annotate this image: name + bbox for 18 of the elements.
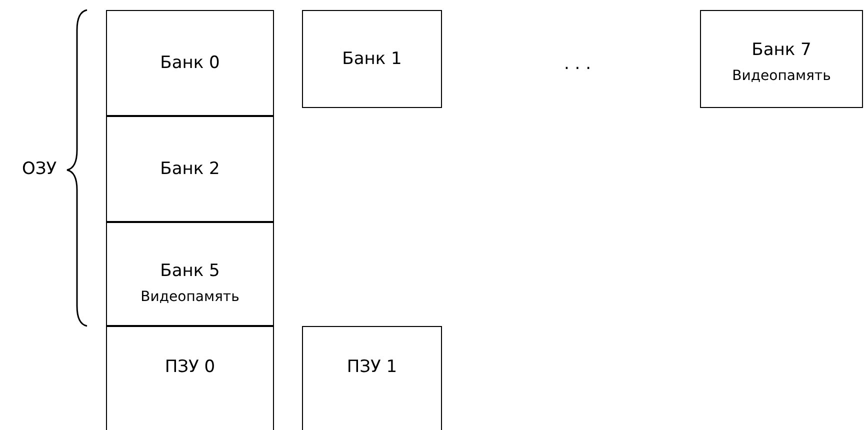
bank-label: Банк 2: [160, 159, 220, 179]
memory-bank-box: [302, 326, 442, 430]
memory-bank-box: [106, 116, 274, 222]
memory-type-label: ОЗУ: [22, 159, 57, 179]
bank-label: Банк 1: [342, 49, 402, 69]
bank-label: Банк 7: [752, 40, 812, 60]
memory-bank-box: [700, 10, 863, 108]
memory-bank-box: [302, 10, 442, 108]
bank-label: ПЗУ 0: [164, 357, 216, 377]
memory-bank-box: [106, 10, 274, 116]
ellipsis: . . .: [564, 54, 592, 74]
bank-label: Банк 5: [160, 261, 220, 281]
bank-label: Банк 0: [160, 53, 220, 73]
bank-note: Видеопамять: [140, 289, 240, 305]
memory-bank-box: [106, 326, 274, 430]
memory-bank-box: [106, 222, 274, 326]
bank-label: ПЗУ 1: [346, 357, 398, 377]
bank-note: Видеопамять: [732, 68, 831, 84]
